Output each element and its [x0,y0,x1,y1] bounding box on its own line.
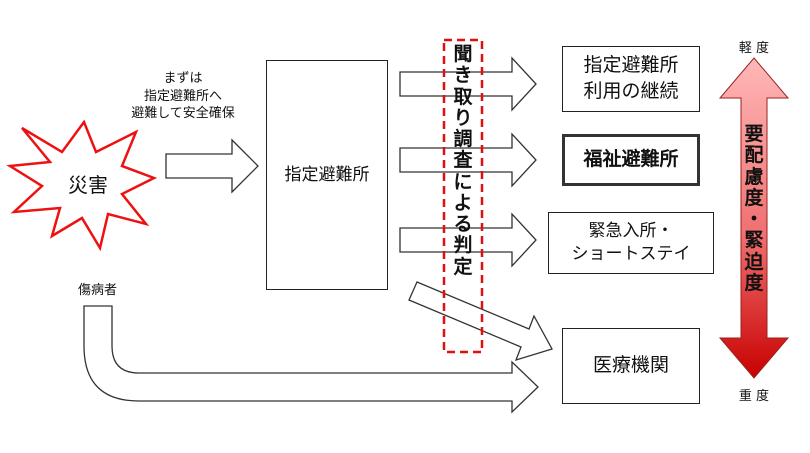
severity-severe-label: 重 度 [738,389,770,404]
evacuation-note-line-2: 指定避難所へ [143,88,222,104]
outcome-emergency-box: 緊急入所・ ショートステイ [548,212,714,274]
arrow-to-designated-shelter [165,138,259,194]
severity-axis-char-2: 慮 [744,165,764,188]
designated-shelter-box: 指定避難所 [266,60,388,290]
interview-judgment-label: 聞き取り調査による判定 [446,43,480,278]
outcome-continue-line-2: 利用の継続 [583,80,679,102]
evacuation-note-line-1: まずは [163,71,203,86]
interview-judgment-char-4: 調 [453,128,473,151]
interview-judgment-char-2: 取 [453,85,473,108]
interview-judgment-char-9: 判 [453,234,473,257]
severity-double-arrow [718,57,790,379]
designated-shelter-label: 指定避難所 [284,164,370,185]
interview-judgment-char-6: に [453,170,473,193]
severity-axis-char-5: 緊 [744,229,764,252]
evacuation-note: まずは 指定避難所へ 避難して安全確保 [128,70,238,123]
outcome-continue-box: 指定避難所 利用の継続 [562,46,700,112]
interview-judgment-frame [442,38,484,354]
interview-judgment-char-7: よ [453,191,473,214]
interview-judgment-char-10: 定 [453,255,473,278]
severity-axis-char-6: 迫 [744,250,764,273]
outcome-emergency-line-2: ショートステイ [571,244,691,264]
arrow-to-welfare [399,132,537,188]
outcome-medical-label: 医療機関 [592,354,669,377]
disaster-burst-shape [6,119,158,252]
injured-label: 傷病者 [78,283,118,298]
outcome-welfare-box: 福祉避難所 [562,134,700,186]
arrow-injured-to-medical [83,305,539,414]
severity-axis-char-4: ・ [744,208,764,231]
severity-mild-label: 軽 度 [738,41,770,56]
outcome-medical-box: 医療機関 [562,328,700,404]
outcome-welfare-label: 福祉避難所 [583,148,679,171]
evacuation-note-line-3: 避難して安全確保 [131,106,235,122]
severity-axis-char-3: 度 [744,186,764,209]
severity-axis-char-1: 配 [744,144,764,167]
interview-judgment-char-3: り [453,106,473,129]
outcome-emergency-line-1: 緊急入所・ [588,221,674,242]
arrow-to-continue [399,56,537,112]
interview-judgment-char-1: き [453,64,473,87]
outcome-continue-line-1: 指定避難所 [583,54,679,77]
severity-axis-label: 要配慮度・緊迫度 [738,123,770,294]
disaster-label: 災害 [68,173,108,197]
severity-axis-char-0: 要 [744,123,764,145]
interview-judgment-char-0: 聞 [453,43,473,65]
interview-judgment-char-5: 査 [453,149,473,172]
arrow-to-emergency [399,212,537,268]
arrow-diagonal-to-medical [408,281,553,362]
interview-judgment-char-8: る [453,213,473,236]
severity-axis-char-7: 度 [744,271,764,294]
